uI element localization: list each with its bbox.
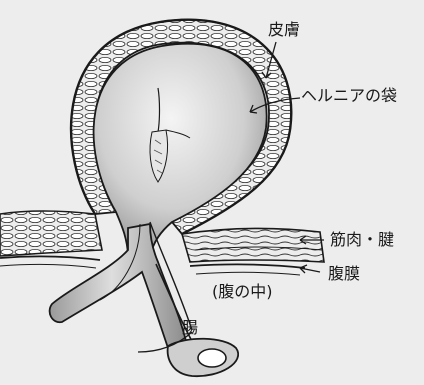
label-intestine: 腸 — [182, 320, 198, 336]
label-hernia-sac: ヘルニアの袋 — [301, 88, 397, 104]
label-muscle-tendon: 筋肉・腱 — [330, 232, 394, 248]
label-peritoneum: 腹膜 — [328, 266, 360, 282]
muscle-layer-left — [0, 211, 102, 256]
muscle-layer-right — [182, 228, 324, 262]
intestine-opening — [198, 349, 226, 367]
label-skin: 皮膚 — [268, 22, 300, 38]
label-abdomen-inside: (腹の中) — [212, 284, 273, 300]
